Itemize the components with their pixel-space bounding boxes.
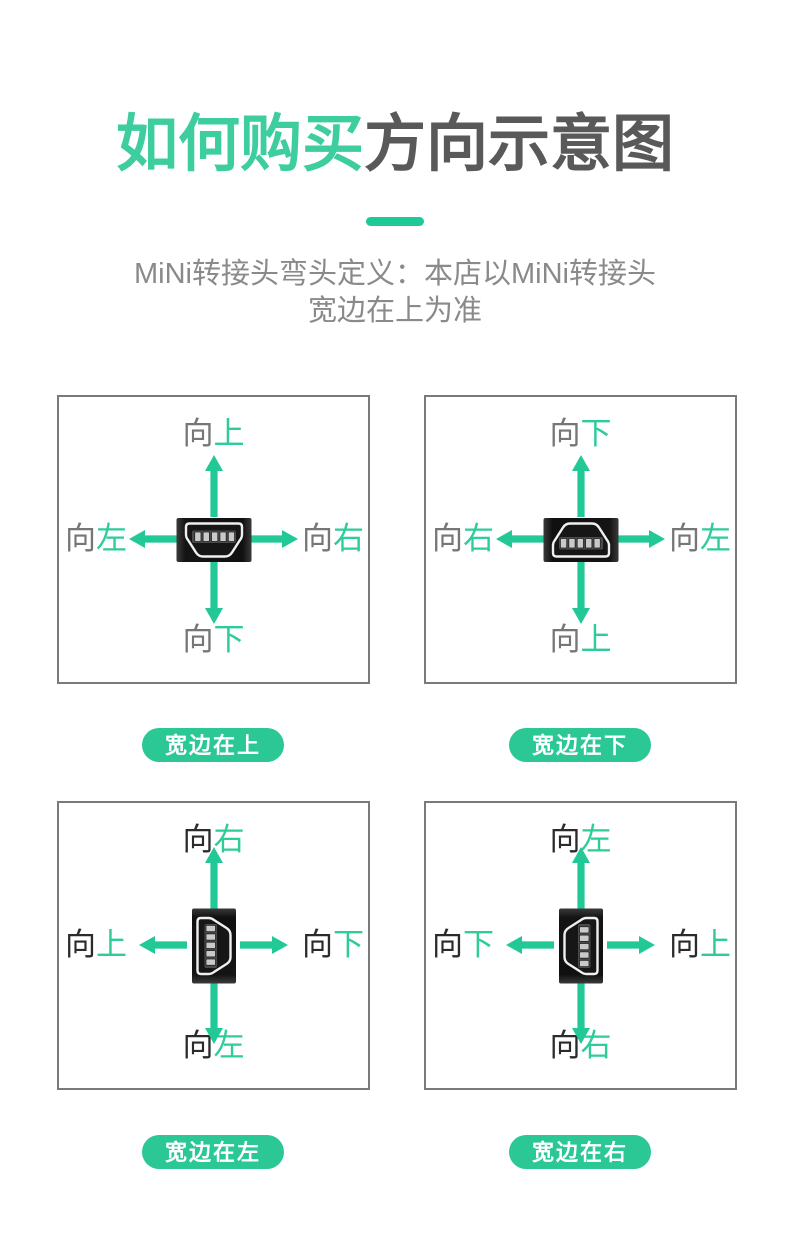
label-direction: 右 [463, 521, 494, 556]
label-right: 向下 [302, 928, 368, 962]
mini-usb-connector-wide-right [558, 908, 603, 983]
label-direction: 下 [213, 622, 245, 657]
arrow-left-icon [139, 936, 187, 954]
label-prefix: 向 [302, 521, 333, 556]
direction-panel-wide-down: 向下 向右 向左 向上 [424, 395, 737, 684]
badge-wide-side-up: 宽边在上 [142, 728, 284, 762]
label-prefix: 向 [65, 521, 96, 556]
label-direction: 上 [96, 927, 127, 962]
title-highlight: 如何购买 [115, 110, 364, 179]
label-direction: 上 [213, 416, 245, 451]
badge-wide-side-left: 宽边在左 [142, 1135, 284, 1169]
arrow-up-icon [204, 455, 223, 517]
label-prefix: 向 [182, 1028, 214, 1063]
label-top: 向下 [426, 417, 735, 451]
label-prefix: 向 [182, 622, 214, 657]
label-direction: 右 [333, 521, 364, 556]
arrow-down-icon [204, 562, 223, 624]
arrow-up-icon [571, 847, 590, 909]
label-direction: 下 [463, 927, 494, 962]
label-prefix: 向 [302, 927, 333, 962]
badge-wide-side-down: 宽边在下 [509, 728, 651, 762]
label-prefix: 向 [432, 521, 463, 556]
subtitle-line1: MiNi转接头弯头定义：本店以MiNi转接头 [134, 258, 656, 290]
label-left: 向左 [61, 522, 127, 556]
label-prefix: 向 [669, 521, 700, 556]
direction-panel-wide-up: 向上 向左 向右 向下 [57, 395, 370, 684]
arrow-left-icon [496, 530, 544, 548]
title-rest: 方向示意图 [364, 110, 675, 179]
label-prefix: 向 [432, 927, 463, 962]
label-bottom: 向上 [426, 623, 735, 657]
label-bottom: 向左 [59, 1029, 368, 1063]
label-prefix: 向 [549, 1028, 581, 1063]
mini-usb-connector-wide-up [176, 517, 251, 562]
label-direction: 左 [580, 822, 612, 857]
arrow-left-icon [506, 936, 554, 954]
arrow-down-icon [571, 562, 590, 624]
label-direction: 下 [580, 416, 612, 451]
label-prefix: 向 [65, 927, 96, 962]
label-left: 向上 [61, 928, 127, 962]
label-prefix: 向 [182, 416, 214, 451]
label-prefix: 向 [549, 622, 581, 657]
label-prefix: 向 [669, 927, 700, 962]
label-direction: 上 [580, 622, 612, 657]
label-bottom: 向下 [59, 623, 368, 657]
label-top: 向左 [426, 823, 735, 857]
label-direction: 右 [213, 822, 245, 857]
label-prefix: 向 [549, 822, 581, 857]
label-direction: 左 [700, 521, 731, 556]
subtitle: MiNi转接头弯头定义：本店以MiNi转接头 宽边在上为准 [0, 256, 790, 330]
label-direction: 上 [700, 927, 731, 962]
label-prefix: 向 [182, 822, 214, 857]
arrow-right-icon [250, 530, 298, 548]
mini-usb-connector-wide-down [543, 517, 618, 562]
subtitle-line2: 宽边在上为准 [307, 295, 482, 327]
arrow-right-icon [240, 936, 288, 954]
arrow-up-icon [204, 847, 223, 909]
label-top: 向上 [59, 417, 368, 451]
arrow-down-icon [571, 982, 590, 1044]
direction-panel-wide-left: 向右 向上 向下 向左 [57, 801, 370, 1090]
direction-panel-wide-right: 向左 向下 向上 向右 [424, 801, 737, 1090]
label-prefix: 向 [549, 416, 581, 451]
label-top: 向右 [59, 823, 368, 857]
badge-wide-side-right: 宽边在右 [509, 1135, 651, 1169]
arrow-down-icon [204, 982, 223, 1044]
label-direction: 下 [333, 927, 364, 962]
label-left: 向右 [428, 522, 494, 556]
label-left: 向下 [428, 928, 494, 962]
label-direction: 左 [96, 521, 127, 556]
page-title: 如何购买方向示意图 [0, 108, 790, 182]
arrow-right-icon [607, 936, 655, 954]
title-underline-dash [366, 217, 424, 226]
arrow-up-icon [571, 455, 590, 517]
mini-usb-connector-wide-left [191, 908, 236, 983]
label-right: 向上 [669, 928, 735, 962]
arrow-right-icon [617, 530, 665, 548]
arrow-left-icon [129, 530, 177, 548]
label-right: 向左 [669, 522, 735, 556]
label-right: 向右 [302, 522, 368, 556]
